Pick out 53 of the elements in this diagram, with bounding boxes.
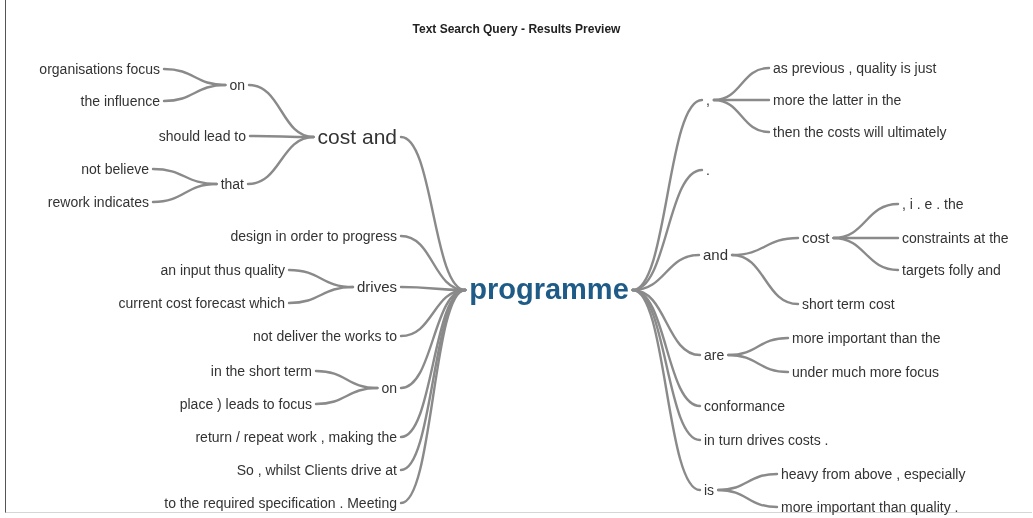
tree-phrase: in the short term (210, 362, 312, 380)
branch-line (314, 386, 379, 406)
tree-phrase: , (706, 91, 710, 109)
tree-phrase: as previous , quality is just (773, 59, 937, 77)
tree-phrase: should lead to (158, 127, 246, 145)
tree-phrase: place ) leads to focus (179, 395, 312, 413)
branch-line (631, 288, 702, 492)
branch-line (832, 236, 900, 272)
branch-line (151, 182, 218, 204)
branch-line (162, 83, 227, 103)
branch-line (631, 98, 704, 292)
root-keyword: programme (469, 273, 629, 307)
tree-phrase: more the latter in the (773, 91, 902, 109)
tree-phrase: constraints at the (902, 229, 1009, 247)
diagram-title: Text Search Query - Results Preview (411, 22, 622, 36)
tree-phrase: , i . e . the (902, 195, 964, 213)
branch-line (727, 353, 790, 374)
tree-phrase: short term cost (802, 295, 895, 313)
tree-phrase: organisations focus (39, 60, 160, 78)
tree-phrase: more important than the (792, 329, 941, 347)
tree-phrase: is (704, 481, 715, 499)
tree-phrase: current cost forecast which (118, 294, 285, 312)
branch-line (712, 98, 771, 134)
tree-phrase: conformance (704, 397, 785, 415)
branch-line (716, 488, 779, 509)
tree-phrase: then the costs will ultimately (773, 123, 947, 141)
tree-phrase: the influence (80, 92, 160, 110)
tree-phrase: in turn drives costs . (704, 431, 829, 449)
tree-phrase: drives (357, 278, 397, 296)
tree-phrase: under much more focus (792, 363, 940, 381)
tree-phrase: that (220, 175, 244, 193)
tree-phrase: targets folly and (902, 261, 1001, 279)
tree-phrase: to the required specification . Meeting (164, 494, 397, 512)
tree-phrase: on (229, 76, 245, 94)
tree-phrase: an input thus quality (160, 261, 285, 279)
tree-phrase: heavy from above , especially (781, 465, 966, 483)
branch-line (287, 285, 355, 305)
tree-phrase: more important than quality . (781, 498, 959, 516)
tree-phrase: and (703, 246, 729, 264)
tree-phrase: not deliver the works to (253, 327, 397, 345)
branch-line (246, 135, 315, 186)
branch-line (730, 253, 800, 306)
tree-phrase: design in order to progress (230, 227, 397, 245)
branch-line (399, 288, 467, 505)
tree-phrase: rework indicates (47, 193, 149, 211)
tree-phrase: . (706, 161, 710, 179)
tree-phrase: So , whilst Clients drive at (236, 461, 397, 479)
tree-phrase: are (704, 346, 725, 364)
tree-phrase: on (381, 379, 397, 397)
tree-phrase: cost (802, 229, 830, 247)
tree-phrase: return / repeat work , making the (195, 428, 397, 446)
tree-phrase: cost and (317, 124, 397, 150)
tree-phrase: not believe (81, 160, 149, 178)
